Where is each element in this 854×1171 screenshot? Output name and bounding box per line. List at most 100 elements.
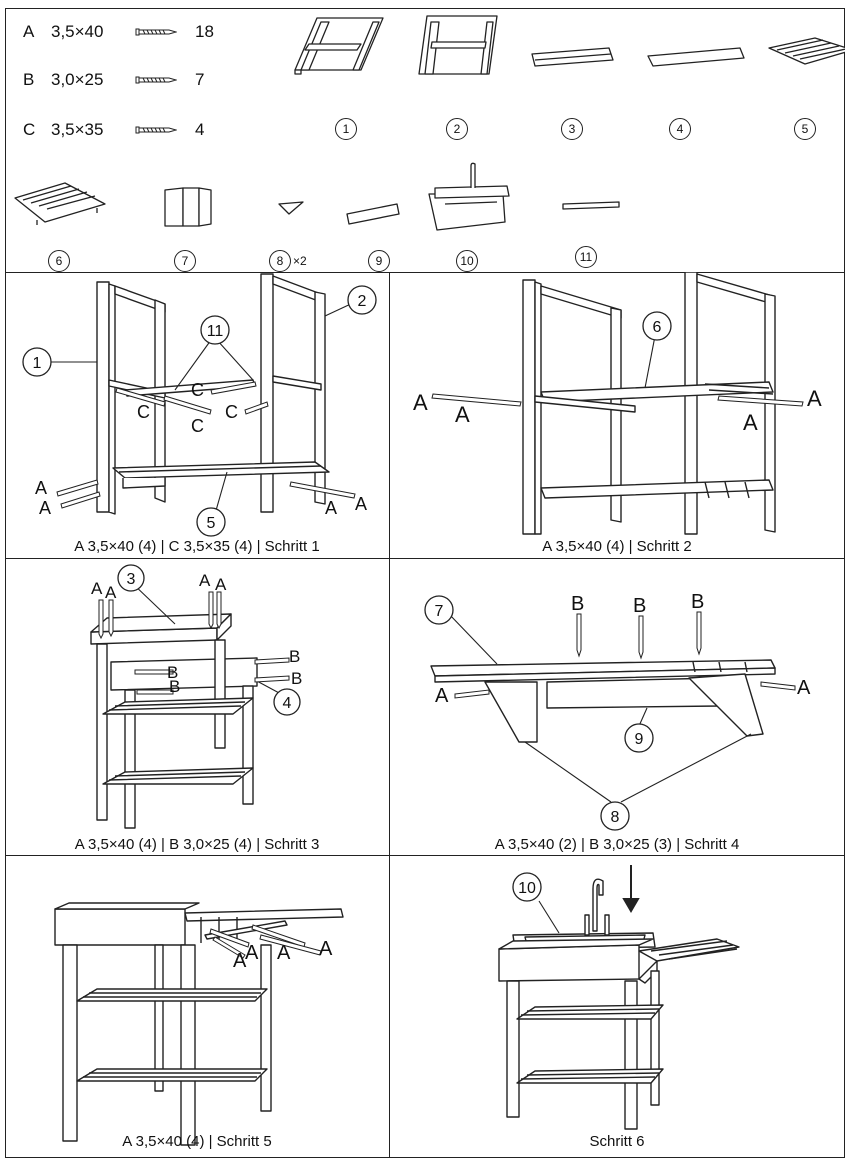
callout-5: 5	[207, 515, 216, 532]
part-number-badge: 1	[335, 118, 357, 140]
screw-label-a: A	[413, 390, 428, 415]
screw-label-a: A	[355, 494, 367, 514]
part-9-illustration	[346, 203, 400, 225]
divider	[5, 272, 845, 273]
part-10-illustration	[428, 162, 510, 231]
step-6-illustration: 10	[498, 865, 740, 1130]
screw-icon	[135, 126, 177, 134]
screw-label-a: A	[325, 498, 337, 518]
callout-7: 7	[435, 603, 444, 620]
step-4-panel: 7 9 8 B B B A A A 3,5×40 (2) | B 3,0×25 …	[389, 558, 845, 855]
screw-label-c: C	[191, 380, 204, 400]
step-caption: A 3,5×40 (4) | C 3,5×35 (4) | Schritt 1	[74, 538, 320, 555]
screw-label-a: A	[215, 575, 227, 594]
step-1-panel: 1 2 11 5 A A A A C C C C A 3,5×40 (4) | …	[5, 272, 389, 558]
callout-8: 8	[611, 809, 620, 826]
screw-label-b: B	[691, 591, 704, 613]
callout-4: 4	[283, 695, 292, 712]
step-5-panel: A A A A A 3,5×40 (4) | Schritt 5	[5, 855, 389, 1158]
part-number-badge: 6	[48, 250, 70, 272]
part-3-illustration	[531, 47, 614, 67]
screw-spec-c: C 3,5×35 4	[23, 120, 204, 140]
part-number-badge: 7	[174, 250, 196, 272]
part-number-badge: 3	[561, 118, 583, 140]
part-number-badge: 10	[456, 250, 478, 272]
step-2-illustration: 6 A A A A	[413, 272, 822, 535]
part-number-badge: 11	[575, 246, 597, 268]
part-11-illustration	[562, 201, 620, 210]
part-number-badge: 5	[794, 118, 816, 140]
part-number-badge: 2	[446, 118, 468, 140]
callout-11: 11	[207, 323, 224, 340]
screw-letter: A	[23, 22, 35, 41]
screw-label-b: B	[289, 647, 300, 666]
screw-quantity: 4	[195, 120, 205, 139]
callout-3: 3	[127, 571, 136, 588]
screw-label-a: A	[245, 942, 259, 964]
step-caption: A 3,5×40 (4) | Schritt 2	[542, 538, 692, 555]
part-2-illustration	[418, 15, 498, 75]
part-8-illustration	[278, 201, 304, 215]
step-6-panel: 10 Schritt 6	[389, 855, 845, 1158]
part-number-badge: 8	[269, 250, 291, 272]
part-5-illustration	[768, 37, 845, 65]
screw-label-a: A	[319, 938, 333, 960]
step-caption: A 3,5×40 (4) | Schritt 5	[122, 1133, 272, 1150]
callout-9: 9	[635, 731, 644, 748]
screw-label-a: A	[91, 579, 103, 598]
screw-label-b: B	[167, 663, 178, 682]
screw-label-b: B	[291, 669, 302, 688]
step-2-panel: 6 A A A A A 3,5×40 (4) | Schritt 2	[389, 272, 845, 558]
screw-label-c: C	[191, 416, 204, 436]
part-4-illustration	[647, 47, 745, 67]
screw-quantity: 18	[195, 22, 214, 41]
screw-label-a: A	[455, 402, 470, 427]
divider	[5, 558, 845, 559]
screw-label-a: A	[807, 386, 822, 411]
screw-label-c: C	[137, 402, 150, 422]
screw-label-b: B	[633, 595, 646, 617]
screw-label-a: A	[105, 583, 117, 602]
screw-label-a: A	[435, 685, 449, 707]
screw-label-b: B	[571, 593, 584, 615]
instruction-sheet-frame	[5, 8, 845, 1158]
step-5-illustration: A A A A	[54, 902, 344, 1146]
screw-quantity: 7	[195, 70, 205, 89]
callout-2: 2	[358, 293, 367, 310]
screw-spec-a: A 3,5×40 18	[23, 22, 214, 42]
screw-label-a: A	[797, 677, 811, 699]
part-7-illustration	[164, 187, 212, 227]
part-6-illustration	[14, 182, 106, 225]
divider	[389, 272, 390, 1158]
parts-list-panel: A 3,5×40 18 B 3,0×25 7 C 3,5×35 4	[5, 8, 845, 272]
screw-size: 3,0×25	[51, 70, 104, 89]
screw-label-b: B	[169, 677, 180, 696]
callout-6: 6	[653, 319, 662, 336]
screw-label-a: A	[35, 478, 47, 498]
step-caption: A 3,5×40 (4) | B 3,0×25 (4) | Schritt 3	[74, 836, 320, 853]
screw-letter: B	[23, 70, 35, 89]
screw-icon	[135, 28, 177, 36]
divider	[5, 855, 845, 856]
step-3-panel: 3 4 A A A A B B B B A 3,5×40 (4) | B 3,0…	[5, 558, 389, 855]
part-number-badge: 9	[368, 250, 390, 272]
step-1-illustration: 1 2 11 5 A A A A C C C C	[22, 273, 377, 537]
callout-1: 1	[33, 355, 42, 372]
screw-label-a: A	[39, 498, 51, 518]
screw-label-c: C	[225, 402, 238, 422]
part-number-badge: 4	[669, 118, 691, 140]
screw-letter: C	[23, 120, 36, 139]
screw-label-a: A	[199, 571, 211, 590]
screw-icon	[135, 76, 177, 84]
part-1-illustration	[294, 17, 384, 75]
step-3-illustration: 3 4 A A A A B B B B	[90, 564, 302, 829]
step-caption: Schritt 6	[589, 1133, 645, 1150]
screw-label-a: A	[743, 410, 758, 435]
screw-size: 3,5×40	[51, 22, 104, 41]
callout-10: 10	[518, 880, 536, 897]
step-caption: A 3,5×40 (2) | B 3,0×25 (3) | Schritt 4	[494, 836, 740, 853]
screw-size: 3,5×35	[51, 120, 104, 139]
parts-illustrations	[14, 15, 845, 231]
screw-label-a: A	[277, 942, 291, 964]
step-4-illustration: 7 9 8 B B B A A	[424, 591, 811, 831]
